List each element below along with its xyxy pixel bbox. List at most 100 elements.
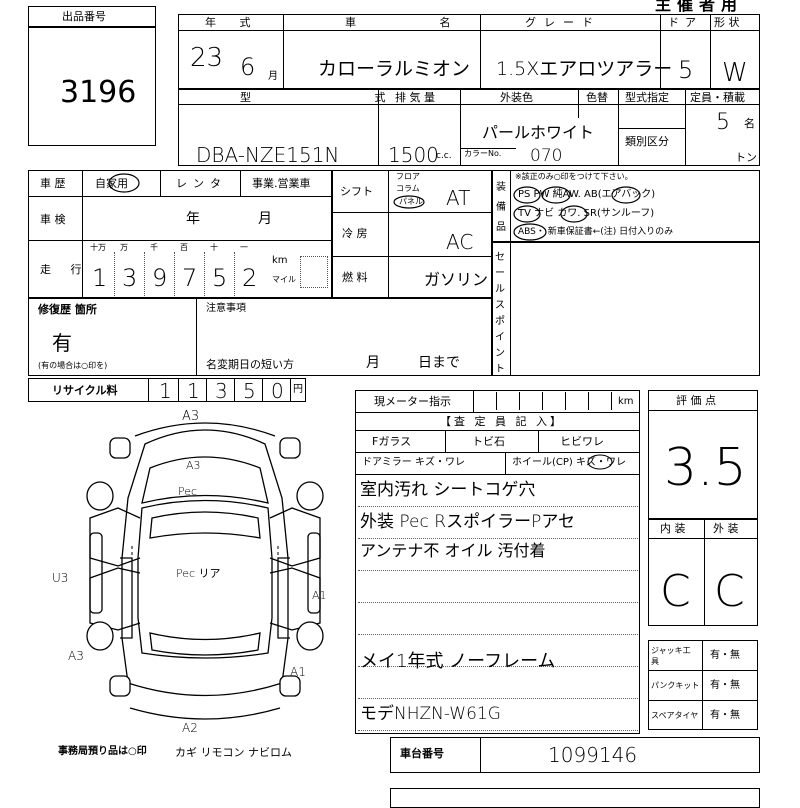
diagram-mark-8: A1 <box>290 665 306 679</box>
diagram-mark-5: U3 <box>52 571 69 585</box>
recycle-digit: 1 <box>187 379 200 403</box>
notes-label: 注意事項 <box>206 303 246 314</box>
lot-label: 出品番号 <box>62 10 106 23</box>
vehicle-box <box>178 14 760 166</box>
recycle-digit: 5 <box>243 379 256 403</box>
spare-value: 有・無 <box>710 710 740 721</box>
chip-label: トビ石 <box>472 435 505 448</box>
capacity-value: 5 <box>716 110 730 135</box>
crack-label: ヒビワレ <box>560 435 604 448</box>
cc-unit: c.c. <box>436 151 452 161</box>
equipment-label: 装備品 <box>496 182 506 233</box>
repair-note: (有の場合は○印を) <box>38 361 108 370</box>
mileage-digit: 5 <box>212 264 228 292</box>
lot-number: 3196 <box>60 75 137 110</box>
shift-column: コラム <box>396 184 420 193</box>
recycle-digit: 3 <box>215 379 228 403</box>
chassis-label: 車台番号 <box>400 747 444 760</box>
color-change-label: 色替 <box>586 91 608 104</box>
history-rental: レンタ <box>176 177 227 190</box>
spare-label: スペアタイヤ <box>651 711 699 720</box>
remark-3: アンテナ不 オイル 汚付着 <box>360 541 546 560</box>
history-business: 事業.営業車 <box>252 177 311 190</box>
exterior-label: 外 装 <box>713 522 739 535</box>
panel-circle <box>393 195 425 209</box>
footer-items: カギ リモコン ナビロム <box>175 746 292 759</box>
car-diagram <box>86 422 324 720</box>
jack-value: 有・無 <box>710 650 740 661</box>
score-label: 評 価 点 <box>676 394 716 407</box>
interior-label: 内 装 <box>660 522 686 535</box>
specs-box <box>332 170 492 298</box>
ton-unit: トン <box>735 151 757 164</box>
shift-floor: フロア <box>396 172 420 181</box>
recycle-digit: 0 <box>271 379 284 403</box>
remark-6: メイ1年式 ノーフレーム <box>360 651 556 672</box>
inspector-label: 【査 定 員 記 入】 <box>440 415 564 428</box>
equipment-note: ※該正のみ○印をつけて下さい。 <box>515 172 633 181</box>
diagram-mark-2: A3 <box>186 459 201 472</box>
diagram-mark-7: A3 <box>68 649 84 663</box>
shift-panel: パネル <box>399 197 423 206</box>
history-private: 自家用 <box>95 177 128 190</box>
capacity-unit: 名 <box>744 117 755 130</box>
lot-box <box>28 6 156 146</box>
name-change-label: 名変期日の短い方 <box>206 358 294 371</box>
recycle-yen: 円 <box>293 384 303 395</box>
history-label: 車 歴 <box>40 177 66 190</box>
repair-value: 有 <box>52 331 72 355</box>
diagram-mark-4: Pec リア <box>176 567 221 580</box>
doors-label: ドア <box>668 16 702 29</box>
displacement-label: 排 気 量 <box>395 91 435 104</box>
inspection-label: 車 検 <box>40 213 66 226</box>
wheel-circle <box>587 454 613 470</box>
mileage-digit: 9 <box>152 264 168 292</box>
month-unit: 月 <box>268 71 278 82</box>
mileage-digit-label: 一 <box>240 243 248 252</box>
shape-label: 形 状 <box>714 16 740 29</box>
sales-point-box <box>492 242 760 376</box>
glass-label: Fガラス <box>372 435 412 448</box>
grade-value: 1.5Xエアロツアラー <box>496 58 673 80</box>
equipment-row2: TV ナビ カワ. SR(サンルーフ) <box>518 208 655 219</box>
diagram-mark-3: Pec <box>178 485 198 498</box>
exterior-value: C <box>714 566 745 617</box>
capacity-label: 定員・積載 <box>690 91 745 104</box>
tools-box <box>648 640 758 730</box>
name-label: 車 名 <box>345 16 491 29</box>
repair-label: 修復歴 箇所 <box>38 303 97 316</box>
diagram-mark-9: A2 <box>182 721 198 735</box>
bottom-box <box>390 788 760 808</box>
mileage-digit-label: 百 <box>180 243 188 252</box>
recycle-digit: 1 <box>159 379 172 403</box>
mileage-digit-label: 十万 <box>90 243 106 252</box>
name-change-day: 日まで <box>418 355 460 371</box>
meter-label: 現メーター指示 <box>374 395 451 408</box>
remark-8: モデNHZN-W61G <box>360 704 501 724</box>
diagram-mark-1: A3 <box>182 409 200 424</box>
mileage-digit-label: 十 <box>210 243 218 252</box>
remark-2: 外装 Pec RスポイラーPアセ <box>360 512 575 532</box>
mileage-digit-label: 千 <box>150 243 158 252</box>
office-note: 事務局預り品は○印 <box>58 746 147 757</box>
equipment-box <box>492 170 760 242</box>
fuel-label: 燃 料 <box>342 271 368 284</box>
inspector-box <box>355 390 640 734</box>
wheel-label: ホイール(CP) キズ・ワレ <box>512 457 626 468</box>
car-name: カローラルミオン <box>318 58 471 80</box>
ac-value: AC <box>446 230 474 254</box>
mileage-digit: 2 <box>242 264 258 292</box>
month-value: 6 <box>240 53 256 81</box>
score-box <box>648 390 758 626</box>
mirror-label: ドアミラー キズ・ワレ <box>362 457 465 468</box>
type-designation-label: 型式指定 <box>625 91 669 104</box>
color-code-label: カラーNo. <box>464 149 502 158</box>
color-code-value: 070 <box>530 146 563 166</box>
year-value: 23 <box>190 43 224 73</box>
interior-value: C <box>660 566 691 617</box>
displacement-value: 1500 <box>388 143 439 167</box>
score-value: 3.5 <box>664 438 747 498</box>
fuel-value: ガソリン <box>424 270 489 289</box>
mileage-digit-label: 万 <box>120 243 128 252</box>
shift-label: シフト <box>340 185 373 198</box>
